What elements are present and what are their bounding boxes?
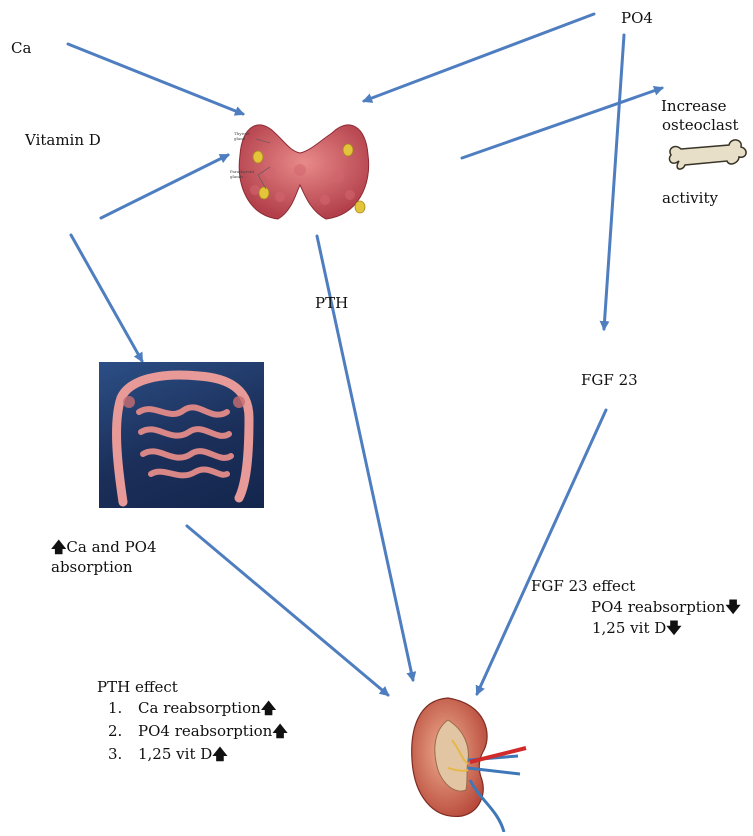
arrow-fgf23-to-kidney xyxy=(477,410,606,694)
pth-effect-item: 3.1,25 vit D🡅 xyxy=(108,743,288,766)
arrow-po4-to-thyroid xyxy=(364,14,594,101)
pth-effect-item: 1.Ca reabsorption🡅 xyxy=(108,697,288,720)
label-ca: Ca xyxy=(11,38,31,59)
pth-effect-list: 1.Ca reabsorption🡅 2.PO4 reabsorption🡅 3… xyxy=(108,697,288,766)
kidney-illustration xyxy=(408,690,538,832)
label-vitamin-d: Vitamin D xyxy=(25,130,101,151)
arrow-thyroid-to-osteoclast xyxy=(462,88,662,158)
up-arrow-icon: 🡅 xyxy=(261,699,276,717)
label-po4: PO4 xyxy=(621,8,653,29)
label-absorption: absorption xyxy=(51,557,133,578)
arrow-ca-to-thyroid xyxy=(68,44,243,114)
label-pth: PTH xyxy=(315,293,348,314)
bone-icon xyxy=(665,137,749,177)
up-arrow-icon: 🡅 xyxy=(51,538,66,556)
label-ca-po4-absorption: 🡅Ca and PO4 xyxy=(51,537,157,558)
down-arrow-icon: 🡇 xyxy=(725,598,740,616)
label-fgf23: FGF 23 xyxy=(581,370,638,391)
fgf23-effect-title: FGF 23 effect xyxy=(531,576,635,597)
pth-effect-item: 2.PO4 reabsorption🡅 xyxy=(108,720,288,743)
parathyroid-glands-label: Parathyroid glands xyxy=(230,169,258,179)
up-arrow-icon: 🡅 xyxy=(272,722,287,740)
arrow-po4-to-fgf23 xyxy=(604,35,624,329)
arrow-gut-to-kidney xyxy=(187,526,388,695)
label-increase: Increase xyxy=(661,96,727,117)
fgf23-effect-item: PO4 reabsorption🡇 xyxy=(591,597,741,618)
arrow-vitd-to-gut xyxy=(71,235,142,361)
thyroid-illustration: Thyroid gland Parathyroid glands xyxy=(200,115,405,225)
thyroid-gland-label: Thyroid gland xyxy=(234,131,256,141)
label-osteoclast: osteoclast xyxy=(662,115,739,136)
pth-effect-title: PTH effect xyxy=(97,677,178,698)
down-arrow-icon: 🡇 xyxy=(666,619,681,637)
fgf23-effect-item: 1,25 vit D🡇 xyxy=(592,618,682,639)
up-arrow-icon: 🡅 xyxy=(212,745,227,763)
intestine-illustration xyxy=(99,362,264,508)
label-activity: activity xyxy=(662,188,718,209)
absorption-line1: Ca and PO4 xyxy=(66,538,156,556)
